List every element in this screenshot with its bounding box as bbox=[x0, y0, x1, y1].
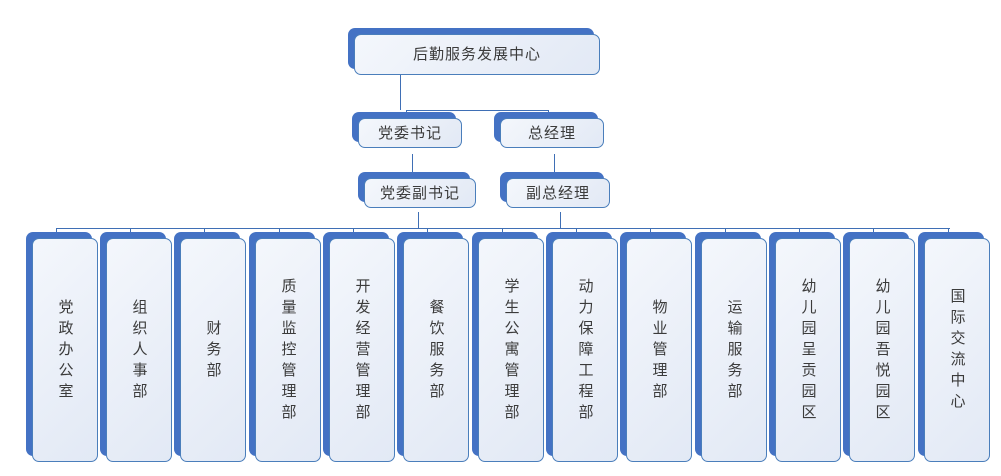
node-face: 开发经营管理部 bbox=[329, 238, 395, 462]
node-label: 运输服务部 bbox=[725, 298, 744, 404]
node-label: 总经理 bbox=[527, 123, 576, 142]
node-label: 党委书记 bbox=[377, 123, 442, 142]
node-department[interactable]: 质量监控管理部 bbox=[249, 232, 321, 462]
node-root[interactable]: 后勤服务发展中心 bbox=[348, 28, 600, 75]
node-label: 副总经理 bbox=[525, 183, 590, 202]
node-department[interactable]: 组织人事部 bbox=[100, 232, 172, 462]
connector-secretary-to-deputy bbox=[412, 154, 413, 178]
node-party-secretary[interactable]: 党委书记 bbox=[352, 112, 462, 148]
node-label: 餐饮服务部 bbox=[427, 298, 446, 404]
node-department[interactable]: 幼儿园呈贡园区 bbox=[769, 232, 841, 462]
node-label: 党委副书记 bbox=[379, 183, 460, 202]
node-department[interactable]: 运输服务部 bbox=[695, 232, 767, 462]
node-label: 开发经营管理部 bbox=[353, 277, 372, 425]
node-face: 党政办公室 bbox=[32, 238, 98, 462]
node-department[interactable]: 动力保障工程部 bbox=[546, 232, 618, 462]
node-face: 物业管理部 bbox=[626, 238, 692, 462]
connector-level2-bar bbox=[406, 110, 548, 111]
node-face: 组织人事部 bbox=[106, 238, 172, 462]
node-face: 幼儿园呈贡园区 bbox=[775, 238, 841, 462]
node-label: 党政办公室 bbox=[56, 298, 75, 404]
node-department[interactable]: 财务部 bbox=[174, 232, 246, 462]
node-department[interactable]: 党政办公室 bbox=[26, 232, 98, 462]
node-general-manager[interactable]: 总经理 bbox=[494, 112, 604, 148]
node-label: 学生公寓管理部 bbox=[502, 277, 521, 425]
connector-deputy-gm-down bbox=[560, 212, 561, 229]
node-face: 质量监控管理部 bbox=[255, 238, 321, 462]
node-face: 财务部 bbox=[180, 238, 246, 462]
connector-root-down bbox=[400, 75, 401, 110]
node-face: 运输服务部 bbox=[701, 238, 767, 462]
node-face: 餐饮服务部 bbox=[403, 238, 469, 462]
node-label: 幼儿园吾悦园区 bbox=[873, 277, 892, 425]
node-department[interactable]: 物业管理部 bbox=[620, 232, 692, 462]
node-face: 国际交流中心 bbox=[924, 238, 990, 462]
node-face: 学生公寓管理部 bbox=[478, 238, 544, 462]
node-face: 后勤服务发展中心 bbox=[354, 34, 600, 75]
node-face: 党委书记 bbox=[358, 118, 462, 148]
node-face: 副总经理 bbox=[506, 178, 610, 208]
connector-gm-to-deputy-gm bbox=[554, 154, 555, 178]
node-label: 动力保障工程部 bbox=[576, 277, 595, 425]
node-face: 动力保障工程部 bbox=[552, 238, 618, 462]
node-label: 质量监控管理部 bbox=[279, 277, 298, 425]
node-label: 财务部 bbox=[204, 319, 223, 383]
node-label: 国际交流中心 bbox=[948, 288, 967, 414]
node-deputy-party-secretary[interactable]: 党委副书记 bbox=[358, 172, 476, 208]
node-deputy-general-manager[interactable]: 副总经理 bbox=[500, 172, 610, 208]
node-label: 组织人事部 bbox=[130, 298, 149, 404]
connector-deputy-secretary-down bbox=[418, 212, 419, 229]
node-face: 总经理 bbox=[500, 118, 604, 148]
node-label: 幼儿园呈贡园区 bbox=[799, 277, 818, 425]
connector-departments-bar bbox=[56, 228, 950, 229]
node-department[interactable]: 幼儿园吾悦园区 bbox=[843, 232, 915, 462]
node-label: 物业管理部 bbox=[650, 298, 669, 404]
node-department[interactable]: 开发经营管理部 bbox=[323, 232, 395, 462]
node-department[interactable]: 餐饮服务部 bbox=[397, 232, 469, 462]
node-face: 党委副书记 bbox=[364, 178, 476, 208]
node-department[interactable]: 国际交流中心 bbox=[918, 232, 990, 462]
node-label: 后勤服务发展中心 bbox=[412, 45, 541, 64]
node-department[interactable]: 学生公寓管理部 bbox=[472, 232, 544, 462]
node-face: 幼儿园吾悦园区 bbox=[849, 238, 915, 462]
